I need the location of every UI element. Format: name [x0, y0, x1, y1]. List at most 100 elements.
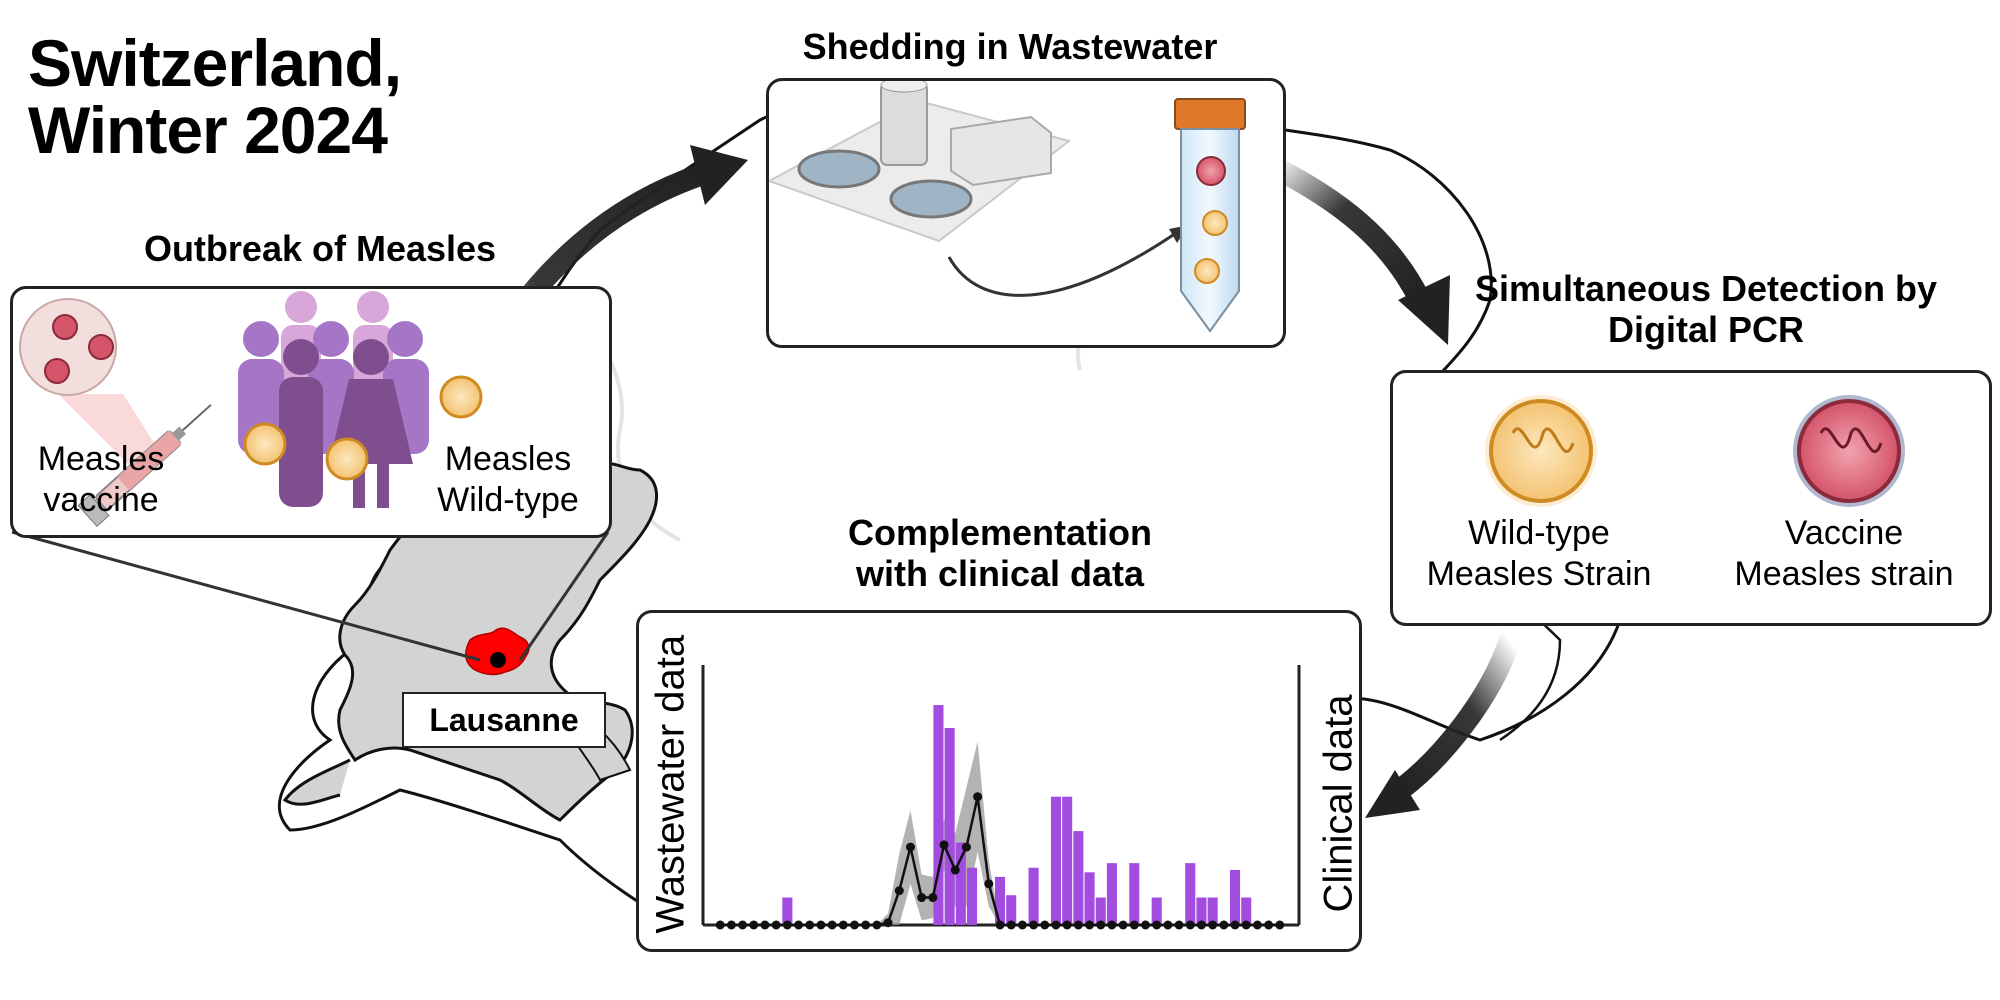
- chart-box: Wastewater data Clinical data: [636, 610, 1362, 952]
- shedding-box: [766, 78, 1286, 348]
- wastewater-point: [1152, 920, 1162, 930]
- wastewater-point: [984, 879, 994, 889]
- clinical-bar: [1129, 863, 1140, 925]
- wastewater-point: [905, 842, 915, 852]
- chart: [701, 665, 1301, 930]
- wastewater-point: [1029, 920, 1039, 930]
- wild-strain-line-1: Wild-type: [1468, 514, 1610, 552]
- basin-icon-2: [889, 179, 973, 219]
- wastewater-point: [827, 920, 837, 930]
- wild-type-strain-label: Wild-type Measles Strain: [1399, 513, 1679, 595]
- clinical-bar: [1050, 796, 1061, 925]
- detection-heading: Simultaneous Detection by Digital PCR: [1446, 268, 1966, 351]
- wastewater-point: [782, 920, 792, 930]
- vaccine-label-line-1: Measles: [37, 440, 165, 478]
- clinical-bar: [955, 842, 966, 925]
- y-left-label: Wastewater data: [648, 634, 693, 934]
- clinical-bar: [1073, 831, 1084, 925]
- wastewater-point: [1051, 920, 1061, 930]
- virus-illustrations: [1485, 395, 1905, 507]
- wastewater-point: [1096, 920, 1106, 930]
- wastewater-point: [894, 886, 904, 896]
- wastewater-point: [1275, 920, 1285, 930]
- clinical-bar: [1028, 867, 1039, 925]
- wastewater-point: [738, 920, 748, 930]
- clinical-bar: [1084, 872, 1095, 925]
- wild-type-label: Measles Wild-type: [415, 439, 601, 521]
- wastewater-point: [1196, 920, 1206, 930]
- wastewater-point: [973, 792, 983, 802]
- wastewater-point: [816, 920, 826, 930]
- wild-type-virus-icon: [1485, 395, 1597, 507]
- complement-heading: Complementation with clinical data: [780, 512, 1220, 595]
- leader-line-right: [518, 531, 610, 661]
- vaccine-virus-icon: [1793, 395, 1905, 507]
- wild-label-line-2: Wild-type: [437, 480, 579, 519]
- wastewater-point: [1129, 920, 1139, 930]
- clinical-bar: [1151, 897, 1162, 925]
- clinical-bar: [1062, 796, 1073, 925]
- wastewater-point: [726, 920, 736, 930]
- shedding-heading: Shedding in Wastewater: [802, 26, 1218, 67]
- wastewater-point: [1264, 920, 1274, 930]
- wastewater-point: [794, 920, 804, 930]
- leader-line-left: [11, 530, 481, 662]
- title-line-1: Switzerland,: [28, 26, 402, 100]
- wastewater-point: [872, 920, 882, 930]
- wastewater-point: [715, 920, 725, 930]
- vaccine-label-line-2: vaccine: [43, 480, 159, 519]
- wastewater-point: [1241, 920, 1251, 930]
- wastewater-point: [1163, 920, 1173, 930]
- clinical-bar: [782, 897, 793, 925]
- wastewater-point: [1252, 920, 1262, 930]
- vaccine-label: Measles vaccine: [21, 439, 181, 521]
- people-group-icon: [238, 291, 429, 508]
- outbreak-illustration: [19, 291, 483, 527]
- vaccine-strain-line-1: Vaccine: [1784, 514, 1904, 552]
- lausanne-area: [464, 627, 530, 676]
- outbreak-box: Measles vaccine Measles Wild-type: [10, 286, 612, 538]
- wastewater-point: [1174, 920, 1184, 930]
- vaccine-strain-line-2: Measles strain: [1734, 554, 1954, 593]
- basin-icon: [797, 149, 881, 189]
- vaccine-particle-icon: [44, 314, 114, 384]
- bar-layer: [782, 705, 1252, 925]
- wastewater-point: [1085, 920, 1095, 930]
- wastewater-point: [1062, 920, 1072, 930]
- page-title: Switzerland, Winter 2024: [28, 26, 402, 168]
- clinical-bar: [994, 876, 1006, 925]
- wastewater-point: [838, 920, 848, 930]
- clinical-bar: [1006, 895, 1017, 925]
- lausanne-dot: [490, 652, 506, 668]
- wastewater-point: [1185, 920, 1195, 930]
- wastewater-point: [1006, 920, 1016, 930]
- clinical-bar: [1106, 863, 1117, 925]
- wastewater-point: [1219, 920, 1229, 930]
- wastewater-point: [1208, 920, 1218, 930]
- wastewater-point: [1118, 920, 1128, 930]
- wastewater-point: [749, 920, 759, 930]
- wastewater-point: [1230, 920, 1240, 930]
- detection-heading-line-2: Digital PCR: [1607, 309, 1804, 351]
- outbreak-heading: Outbreak of Measles: [143, 228, 497, 269]
- wastewater-point: [1040, 920, 1050, 930]
- wastewater-point: [861, 920, 871, 930]
- y-right-label: Clinical data: [1316, 694, 1361, 913]
- wastewater-point: [1141, 920, 1150, 930]
- clinical-bar: [944, 727, 955, 925]
- vaccine-strain-label: Vaccine Measles strain: [1699, 513, 1989, 595]
- wastewater-point: [928, 893, 938, 903]
- clinical-bar: [1230, 870, 1241, 925]
- clinical-bar: [1241, 897, 1252, 925]
- wastewater-point: [917, 893, 927, 903]
- lausanne-label: Lausanne: [402, 692, 606, 748]
- title-line-2: Winter 2024: [28, 93, 388, 168]
- wastewater-point: [950, 865, 960, 875]
- sample-tube-icon: [1174, 98, 1246, 333]
- wastewater-point: [995, 920, 1005, 930]
- magnifier-cone: [58, 394, 163, 467]
- line-layer: [715, 792, 1285, 930]
- wild-label-line-1: Measles: [444, 440, 572, 478]
- wild-strain-line-2: Measles Strain: [1426, 554, 1652, 593]
